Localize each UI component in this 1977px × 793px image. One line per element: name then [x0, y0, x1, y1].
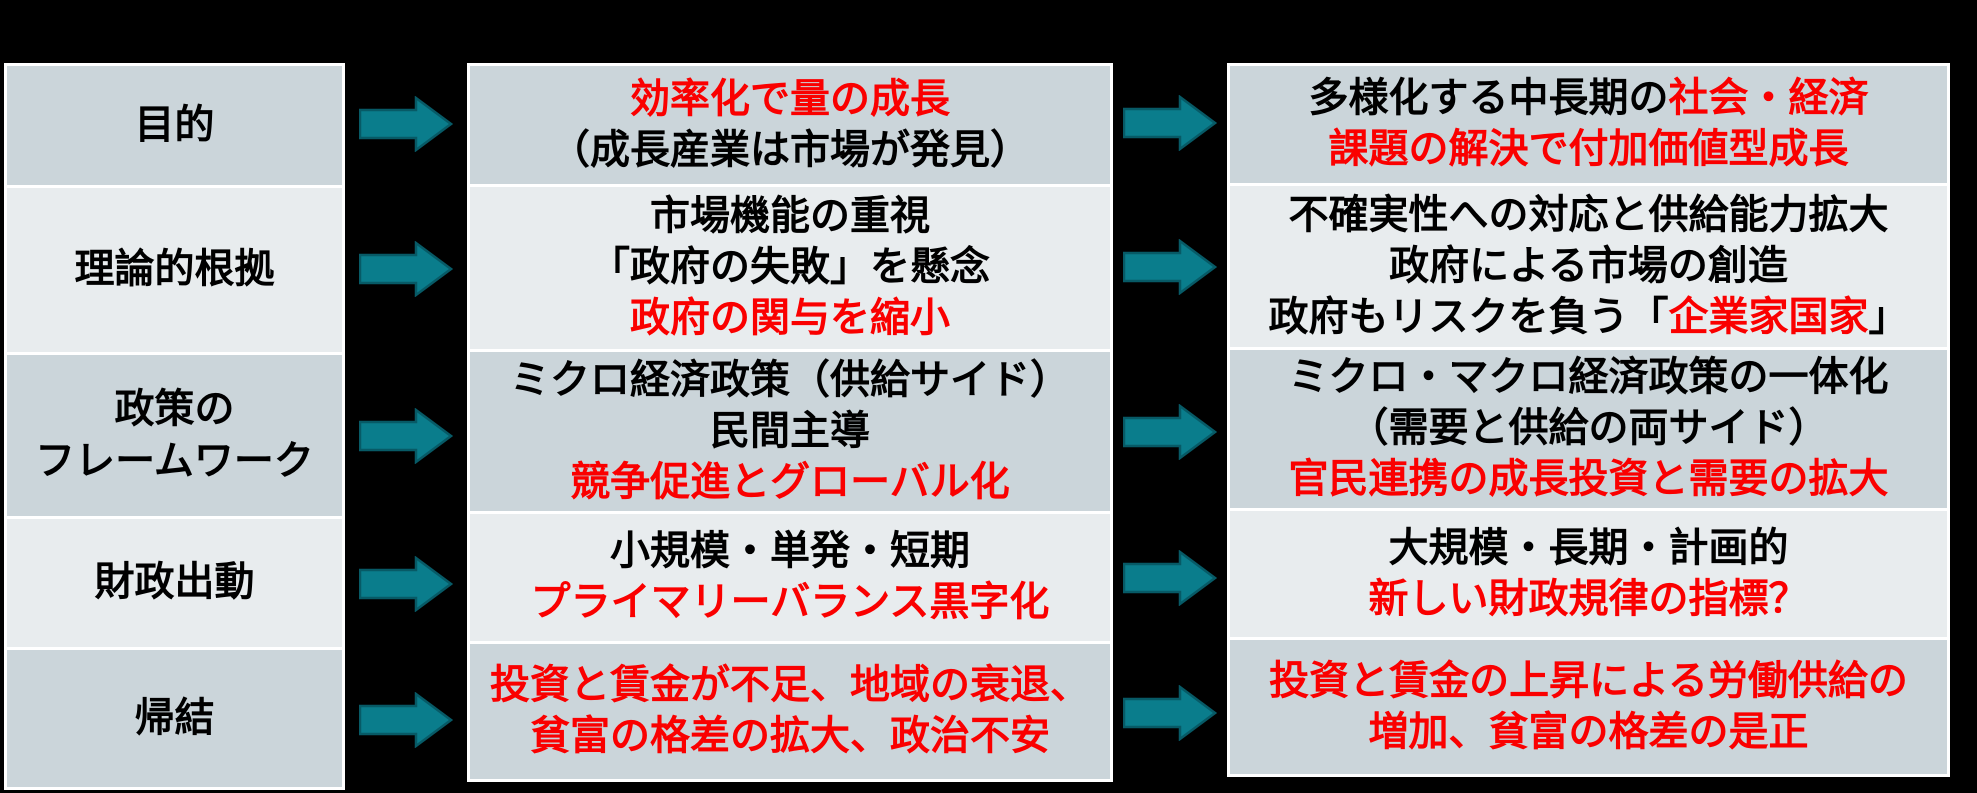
new-policy-fiscal-spending: 大規模・長期・計画的 新しい財政規律の指標？	[1230, 510, 1947, 637]
right-arrow-icon	[359, 407, 453, 464]
cell-text: 政府の関与を縮小	[630, 296, 950, 341]
right-arrow-icon	[1123, 684, 1217, 741]
cell-text: 新しい財政規律の指標？	[1368, 576, 1809, 621]
old-policy-framework: ミクロ経済政策（供給サイド） 民間主導 競争促進とグローバル化	[470, 351, 1110, 511]
new-policy-purpose: 多様化する中長期の社会・経済 課題の解決で付加価値型成長	[1230, 66, 1947, 183]
cell-text: 貧富の格差の拡大、政治不安	[530, 714, 1050, 759]
right-arrow-icon	[359, 691, 453, 748]
cell-text: 政府もリスクを負う「	[1268, 294, 1669, 339]
right-arrow-icon	[1123, 550, 1217, 607]
right-arrow-icon	[359, 241, 453, 298]
arrow-lane-left	[345, 63, 467, 790]
cell-text: 社会・経済	[1668, 76, 1869, 121]
old-policy-theoretical-basis: 市場機能の重視 「政府の失敗」を懸念 政府の関与を縮小	[470, 186, 1110, 349]
cell-text: （成長産業は市場が発見）	[550, 127, 1030, 172]
cell-text: 増加、貧富の格差の是正	[1368, 709, 1809, 754]
cell-text: 政府による市場の創造	[1389, 243, 1788, 288]
old-policy-purpose: 効率化で量の成長 （成長産業は市場が発見）	[470, 66, 1110, 184]
new-policy-column: 多様化する中長期の社会・経済 課題の解決で付加価値型成長 不確実性への対応と供給…	[1227, 63, 1950, 777]
right-arrow-icon	[359, 555, 453, 612]
cell-text: 民間主導	[710, 408, 870, 453]
cell-text: 」	[1868, 294, 1909, 339]
cell-text: 不確実性への対応と供給能力拡大	[1288, 192, 1889, 237]
row-label-text: 目的	[134, 102, 215, 147]
cell-text: ミクロ経済政策（供給サイド）	[510, 357, 1070, 402]
row-label-theoretical-basis: 理論的根拠	[7, 188, 342, 352]
arrow-lane-right	[1113, 63, 1227, 782]
cell-text: 多様化する中長期の	[1308, 76, 1669, 121]
row-label-policy-framework: 政策の フレームワーク	[7, 355, 342, 516]
row-label-purpose: 目的	[7, 66, 342, 185]
row-label-text: 政策の	[114, 387, 235, 432]
cell-text: 競争促進とグローバル化	[570, 460, 1010, 504]
row-label-text: 理論的根拠	[74, 247, 275, 292]
cell-text: 課題の解決で付加価値型成長	[1328, 127, 1849, 172]
cell-text: プライマリーバランス黒字化	[530, 580, 1050, 625]
right-arrow-icon	[359, 96, 453, 152]
row-label-text: 帰結	[134, 695, 215, 740]
cell-text: ミクロ・マクロ経済政策の一体化	[1288, 355, 1889, 400]
row-label-text: フレームワーク	[35, 438, 314, 483]
old-policy-consequences: 投資と賃金が不足、地域の衰退、 貧富の格差の拡大、政治不安	[470, 643, 1110, 780]
cell-text: 官民連携の成長投資と需要の拡大	[1288, 457, 1889, 502]
right-arrow-icon	[1123, 238, 1217, 295]
cell-text: 企業家国家	[1668, 294, 1869, 339]
cell-text: 小規模・単発・短期	[610, 529, 970, 574]
cell-text: （需要と供給の両サイド）	[1348, 406, 1829, 451]
cell-text: 投資と賃金の上昇による労働供給の	[1269, 658, 1908, 703]
row-label-text: 財政出動	[94, 560, 255, 605]
row-label-consequences: 帰結	[7, 650, 342, 787]
cell-text: 投資と賃金が不足、地域の衰退、	[490, 663, 1090, 708]
new-policy-framework: ミクロ・マクロ経済政策の一体化 （需要と供給の両サイド） 官民連携の成長投資と需…	[1230, 349, 1947, 508]
new-policy-consequences: 投資と賃金の上昇による労働供給の 増加、貧富の格差の是正	[1230, 639, 1947, 774]
right-arrow-icon	[1123, 403, 1217, 460]
old-policy-column: 効率化で量の成長 （成長産業は市場が発見） 市場機能の重視 「政府の失敗」を懸念…	[467, 63, 1113, 782]
row-label-fiscal-spending: 財政出動	[7, 519, 342, 647]
old-policy-fiscal-spending: 小規模・単発・短期 プライマリーバランス黒字化	[470, 514, 1110, 641]
cell-text: 大規模・長期・計画的	[1388, 525, 1789, 570]
cell-text: 「政府の失敗」を懸念	[590, 245, 990, 290]
row-label-column: 目的 理論的根拠 政策の フレームワーク 財政出動 帰結	[4, 63, 345, 790]
new-policy-theoretical-basis: 不確実性への対応と供給能力拡大 政府による市場の創造 政府もリスクを負う「企業家…	[1230, 185, 1947, 347]
cell-text: 効率化で量の成長	[630, 76, 950, 121]
cell-text: 市場機能の重視	[650, 193, 930, 238]
right-arrow-icon	[1123, 95, 1217, 152]
